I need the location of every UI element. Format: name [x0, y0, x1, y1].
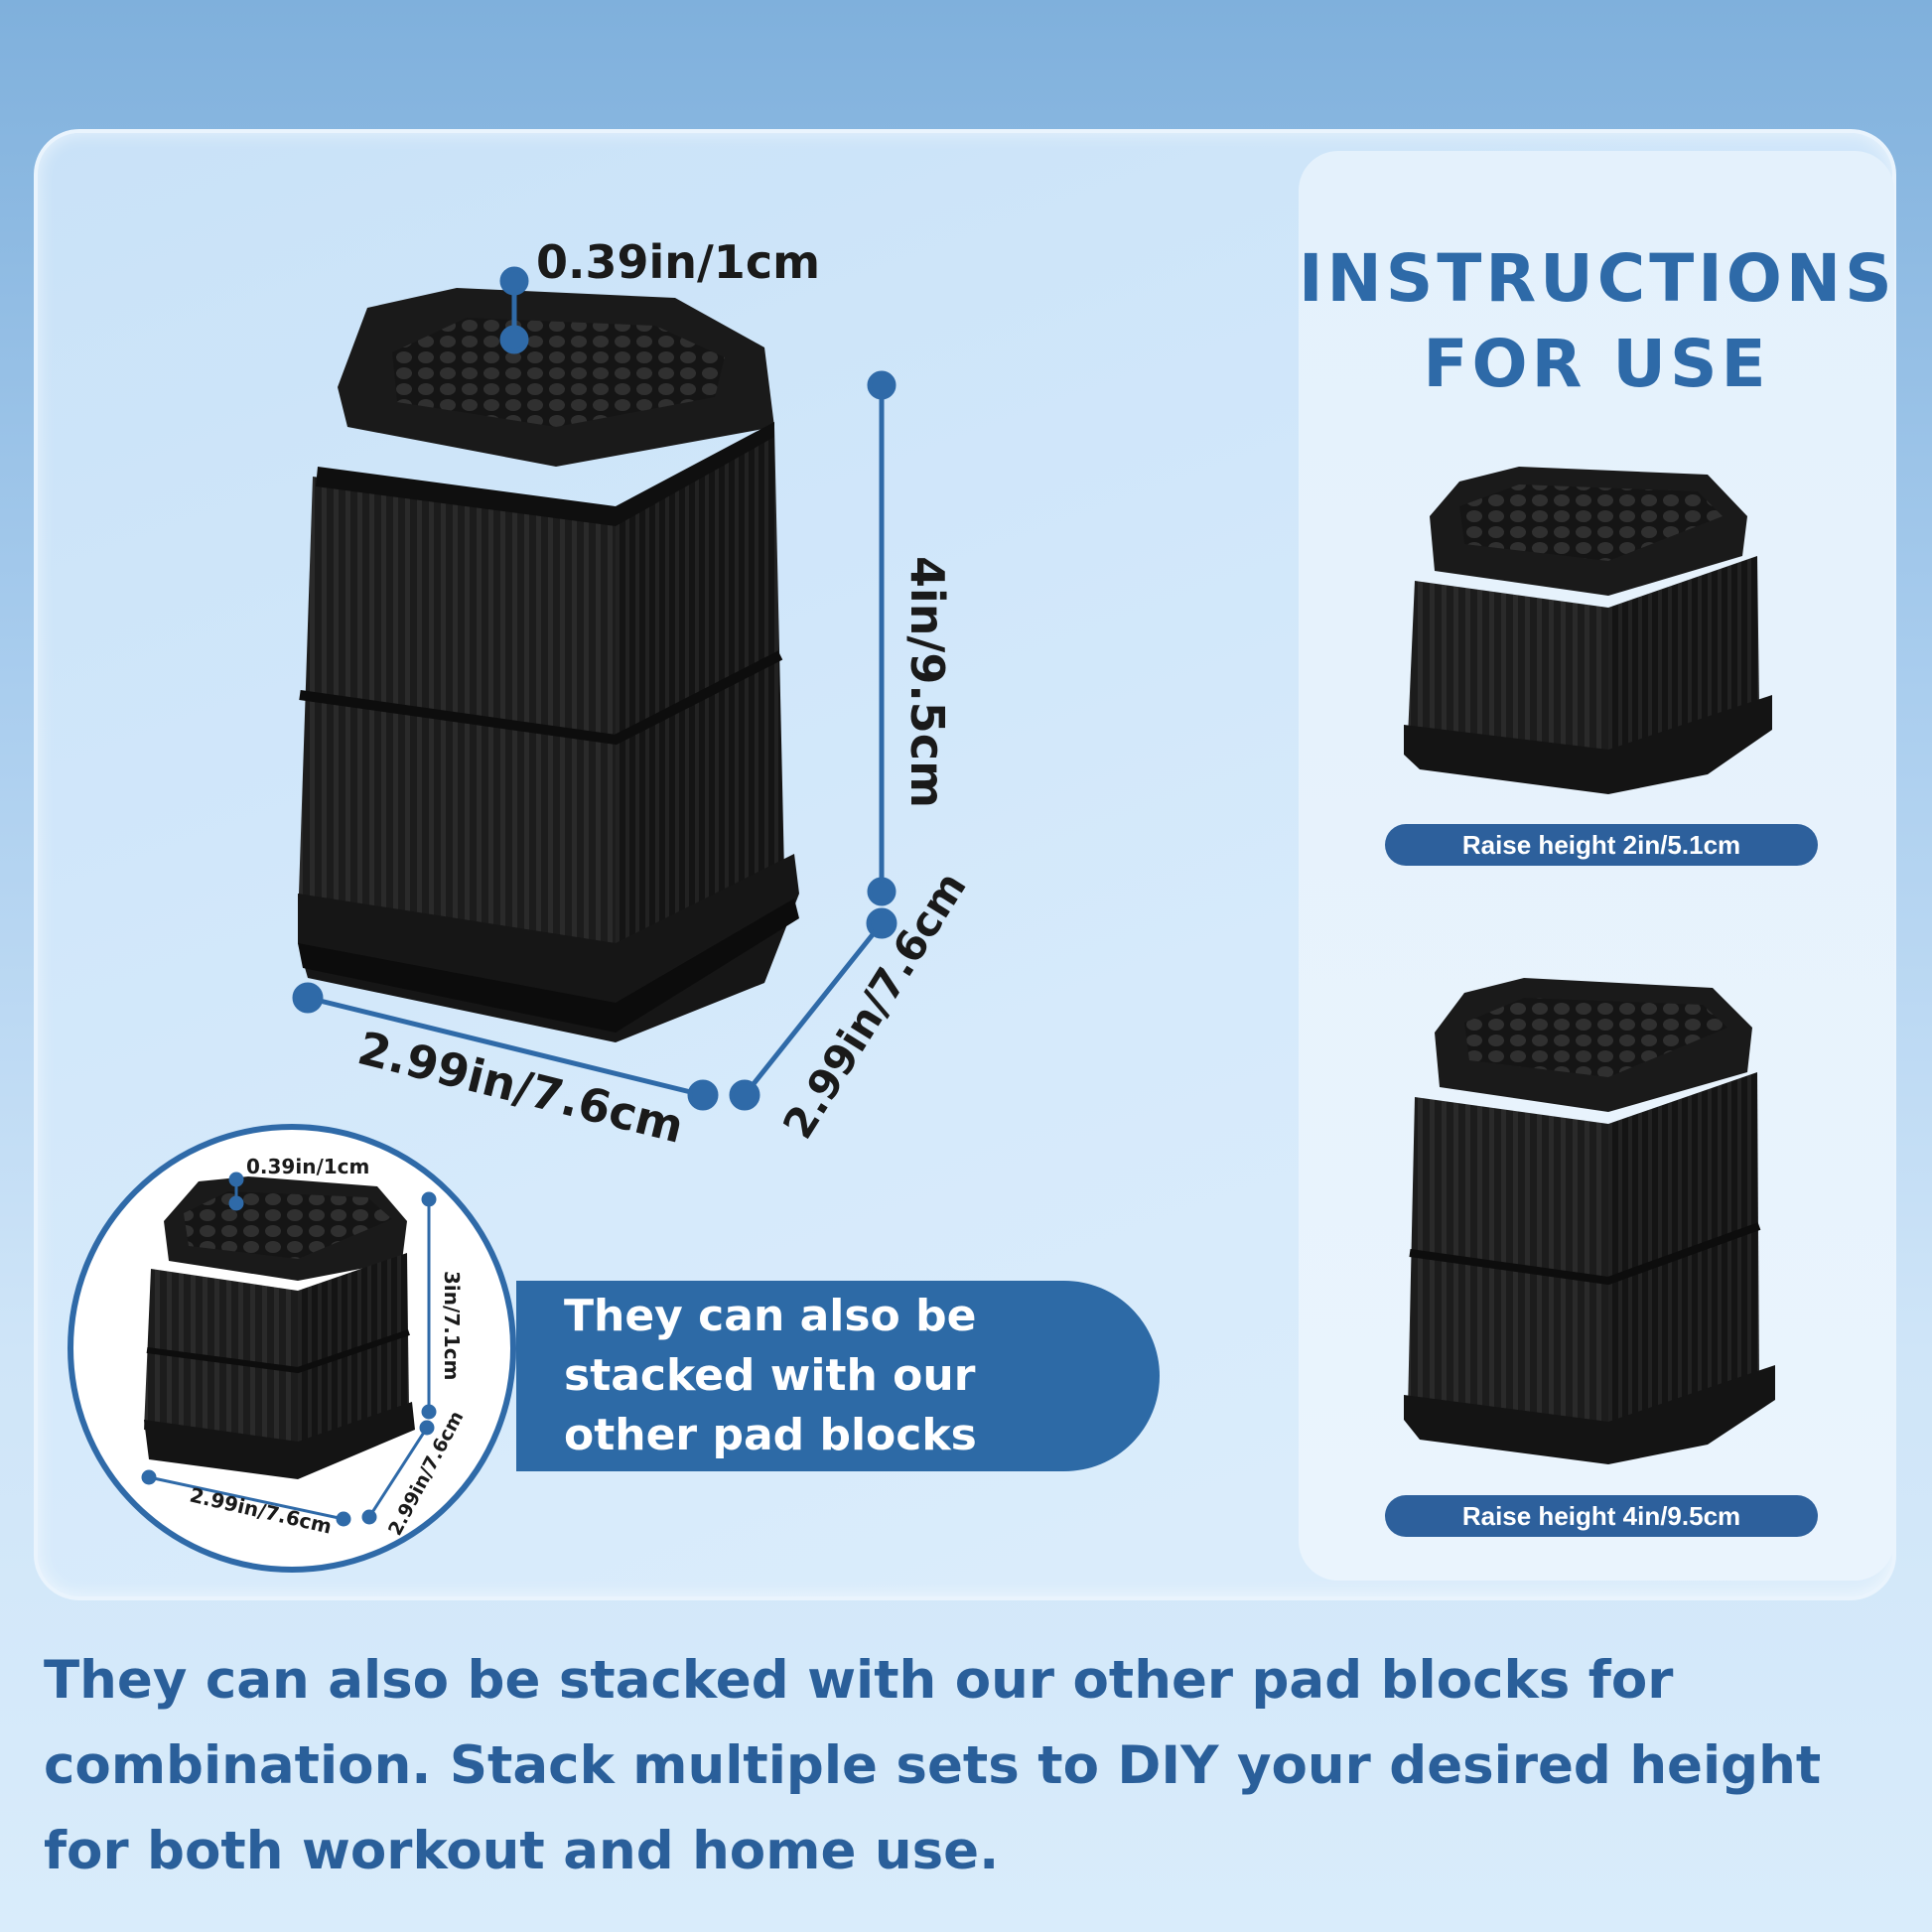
- inset-height-label: 3in/7.1cm: [440, 1271, 464, 1380]
- bottom-caption: They can also be stacked with our other …: [44, 1650, 1822, 1881]
- raise-height-large-label: Raise height 4in/9.5cm: [1385, 1495, 1818, 1537]
- instructions-title-line1: INSTRUCTIONS: [1299, 240, 1896, 317]
- instructions-title: INSTRUCTIONS FOR USE: [1299, 236, 1894, 407]
- main-height-label: 4in/9.5cm: [900, 556, 954, 808]
- instructions-title-line2: FOR USE: [1423, 326, 1770, 402]
- inset-top-lip-label: 0.39in/1cm: [246, 1155, 369, 1178]
- main-top-lip-label: 0.39in/1cm: [536, 235, 820, 289]
- raise-height-small-label: Raise height 2in/5.1cm: [1385, 824, 1818, 866]
- stack-callout-pill: [516, 1281, 1160, 1471]
- stack-callout-text: They can also be stacked with our other …: [564, 1291, 977, 1460]
